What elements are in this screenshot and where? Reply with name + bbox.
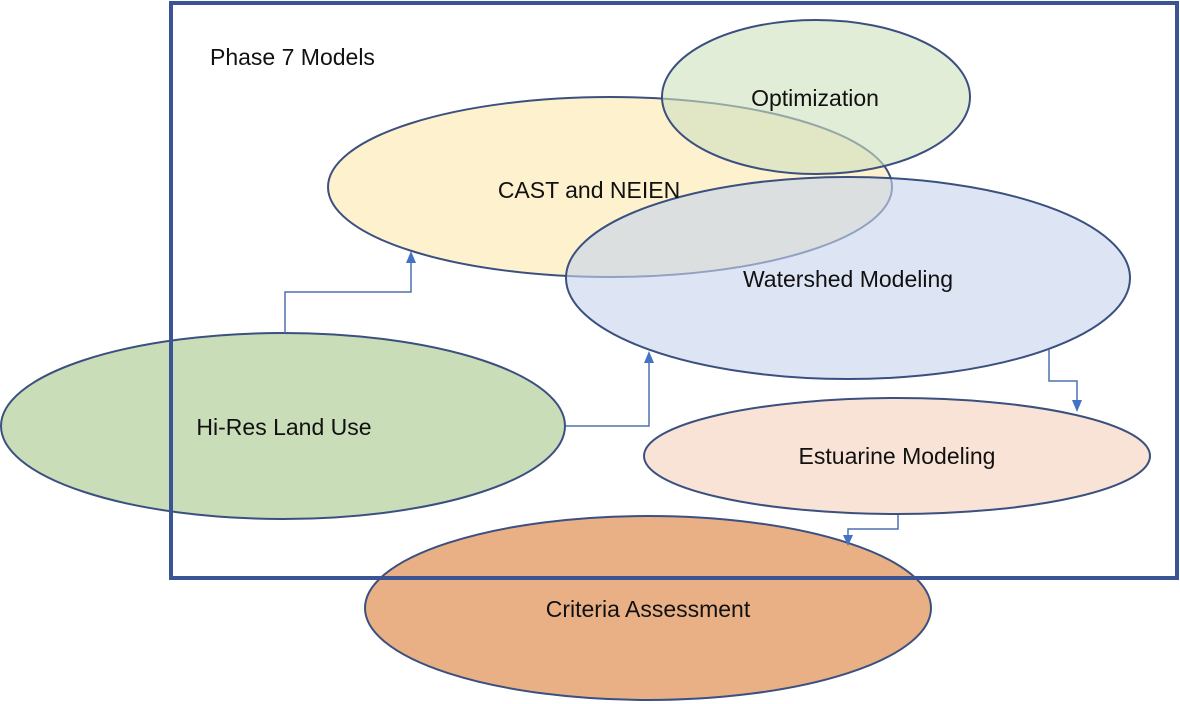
edge-estuarine-criteria [847,515,899,535]
node-criteria[interactable] [364,515,932,701]
edge-landuse-watershed [566,362,650,427]
frame-title: Phase 7 Models [210,44,375,70]
node-watershed[interactable] [565,176,1131,380]
label-landuse: Hi-Res Land Use [196,414,371,440]
arrowhead-watershed [644,351,654,363]
node-optimization[interactable] [661,19,971,175]
edge-landuse-cast [284,262,412,333]
arrowhead-estuarine [1072,400,1082,412]
phase7-frame [169,1,1179,580]
arrowhead-criteria [843,535,853,546]
label-optimization: Optimization [751,85,879,111]
label-watershed: Watershed Modeling [743,266,953,292]
label-cast: CAST and NEIEN [498,177,680,203]
node-estuarine[interactable] [643,397,1151,515]
node-landuse[interactable] [0,332,566,520]
edge-watershed-estuarine [1048,350,1078,400]
label-criteria: Criteria Assessment [546,596,751,622]
arrowhead-cast [406,251,416,263]
label-estuarine: Estuarine Modeling [799,443,996,469]
